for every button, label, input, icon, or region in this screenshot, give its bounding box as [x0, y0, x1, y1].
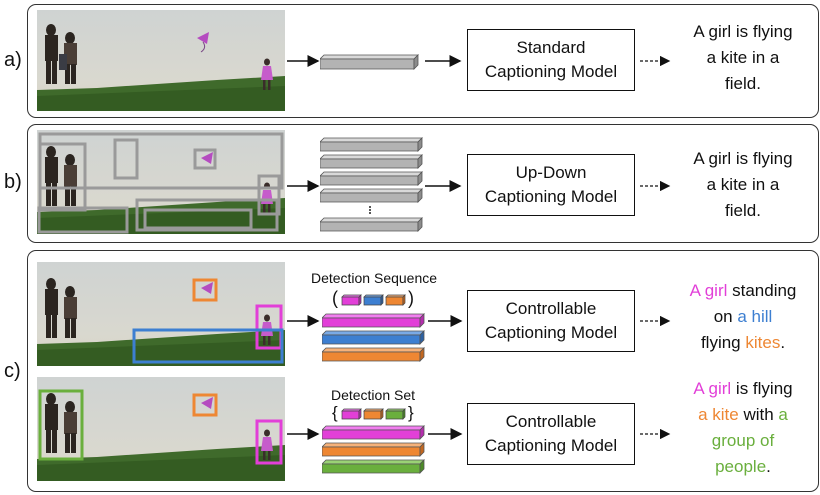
caption-a: A girl is flying a kite in a field. [693, 22, 793, 93]
dashed-arrow-icon [640, 55, 671, 67]
model-subtitle: Captioning Model [484, 187, 618, 206]
arrow-icon [287, 315, 320, 327]
panel-b-label: b) [4, 171, 22, 193]
caption-c-top: A girl standing on a hill flying kites. [689, 281, 797, 352]
panel-a-label: a) [4, 49, 22, 71]
svg-text:): ) [408, 288, 414, 308]
detection-set-icon: { } [332, 403, 414, 422]
standard-captioning-model-box: Standard Captioning Model [467, 29, 635, 91]
model-subtitle: Captioning Model [484, 62, 618, 81]
model-title: Controllable [505, 299, 597, 318]
svg-text:{: { [332, 403, 338, 422]
model-title: Standard [516, 38, 586, 57]
svg-text:}: } [408, 403, 414, 422]
model-subtitle: Captioning Model [484, 323, 618, 342]
detection-set-title: Detection Set [330, 387, 416, 403]
colored-feature-stack-icon [322, 313, 425, 362]
arrow-icon [428, 428, 463, 440]
arrow-icon [428, 315, 463, 327]
panel-c-label: c) [4, 360, 21, 382]
dashed-arrow-icon [640, 180, 671, 192]
arrow-icon [287, 180, 320, 192]
model-subtitle: Captioning Model [484, 436, 618, 455]
colored-feature-stack-icon [322, 425, 425, 474]
photo-detection-sequence [37, 262, 285, 366]
arrow-icon [425, 180, 462, 192]
controllable-captioning-model-box-bottom: Controllable Captioning Model [467, 403, 635, 465]
up-down-captioning-model-box: Up-Down Captioning Model [467, 154, 635, 216]
feature-vector-icon [320, 54, 419, 70]
arrow-icon [425, 55, 462, 67]
detection-sequence-icon: ( ) [332, 288, 414, 308]
model-title: Controllable [505, 412, 597, 431]
model-title: Up-Down [515, 163, 587, 182]
dashed-arrow-icon [640, 315, 671, 327]
caption-c-bottom: A girl is flying a kite with a group of … [693, 379, 793, 476]
caption-b: A girl is flying a kite in a field. [693, 149, 793, 220]
arrow-icon [287, 55, 320, 67]
photo-with-region-boxes [37, 130, 285, 234]
arrow-icon [287, 428, 320, 440]
detection-sequence-title: Detection Sequence [310, 270, 438, 286]
svg-text:(: ( [332, 288, 338, 308]
photo-kite-scene [37, 10, 285, 111]
feature-stack-icon [320, 137, 423, 232]
controllable-captioning-model-box-top: Controllable Captioning Model [467, 290, 635, 352]
dashed-arrow-icon [640, 428, 671, 440]
photo-detection-set [37, 377, 285, 481]
